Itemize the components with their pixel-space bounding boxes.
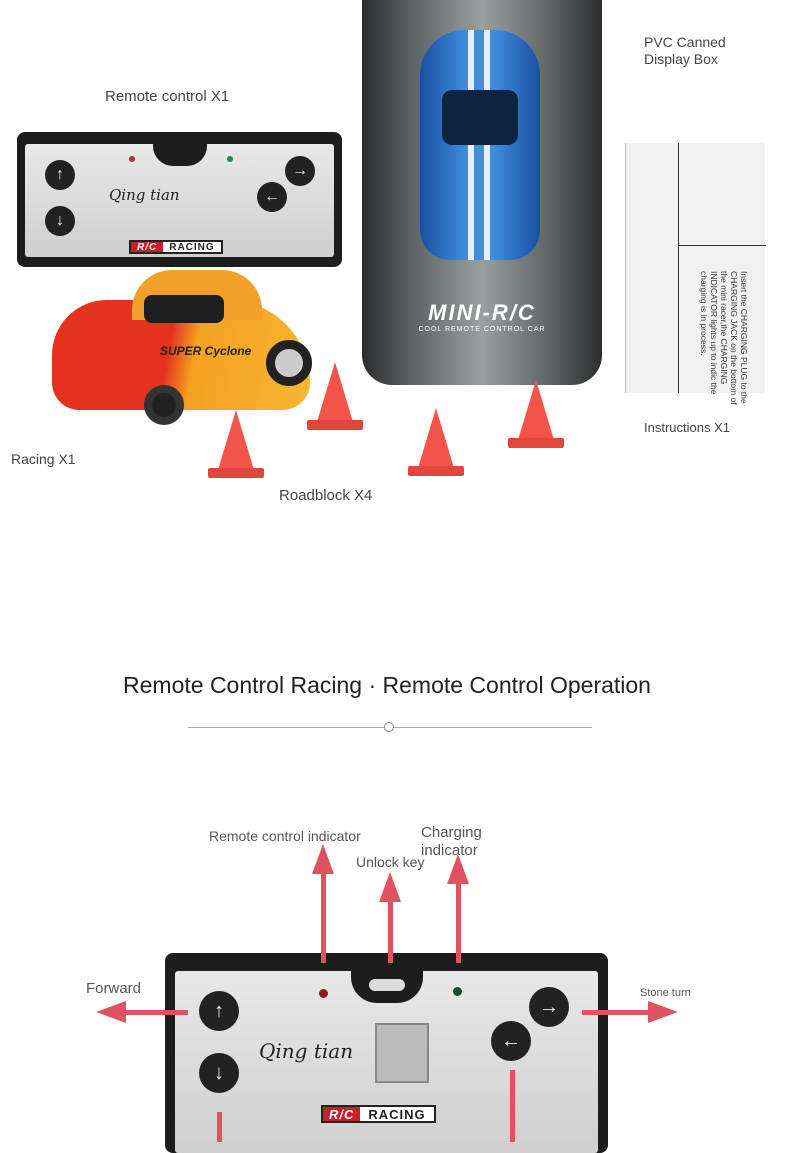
charging-indicator-led <box>453 987 462 996</box>
charging-plug <box>375 1023 429 1083</box>
label-roadblock: Roadblock X4 <box>279 487 373 504</box>
forward-button-icon: ↑ <box>45 160 75 190</box>
annotation-remote-indicator: Remote control indicator <box>209 828 361 844</box>
arrow-left-turn <box>510 1070 515 1142</box>
left-button-icon: ← <box>257 182 287 212</box>
charging-indicator-led <box>227 156 233 162</box>
annotation-stone-turn: Stone turn <box>640 987 691 999</box>
label-instructions: Instructions X1 <box>644 420 730 435</box>
section-title: Remote Control Racing · Remote Control O… <box>123 672 651 698</box>
remote-indicator-led <box>129 156 135 162</box>
annotation-unlock-key: Unlock key <box>356 854 425 870</box>
racing-car-image: SUPER Cyclone <box>52 270 312 425</box>
arrow-forward <box>96 1001 188 1023</box>
car-decal: SUPER Cyclone <box>160 344 252 358</box>
forward-button-icon: ↑ <box>199 991 239 1031</box>
arrow-charging-indicator <box>447 854 469 963</box>
can-tagline: COOL REMOTE CONTROL CAR <box>418 326 546 333</box>
arrow-unlock-key <box>379 872 401 963</box>
label-racing: Racing X1 <box>11 451 76 467</box>
remote-logo: Qing tian <box>109 186 180 204</box>
label-display-box: PVC Canned Display Box <box>644 34 726 67</box>
instructions-text: Insert the CHARGING PLUG to the CHARGING… <box>699 271 749 405</box>
right-button-icon: → <box>529 987 569 1027</box>
left-button-icon: ← <box>491 1021 531 1061</box>
arrow-remote-indicator <box>312 844 334 963</box>
instructions-sheet: Insert the CHARGING PLUG to the CHARGING… <box>625 143 766 405</box>
remote-logo: Qing tian <box>259 1039 354 1063</box>
remote-indicator-led <box>319 989 328 998</box>
arrow-stone-turn <box>582 1001 678 1023</box>
can-brand: MINI-R/C <box>428 300 536 325</box>
right-button-icon: → <box>285 156 315 186</box>
blue-car-image <box>420 30 540 260</box>
unlock-key <box>351 969 423 1003</box>
arrow-backward <box>217 1112 222 1142</box>
unlock-key <box>153 142 207 166</box>
label-remote-control: Remote control X1 <box>105 88 230 105</box>
backward-button-icon: ↓ <box>199 1053 239 1093</box>
divider-circle <box>384 722 394 732</box>
annotation-forward: Forward <box>86 980 142 997</box>
backward-button-icon: ↓ <box>45 206 75 236</box>
